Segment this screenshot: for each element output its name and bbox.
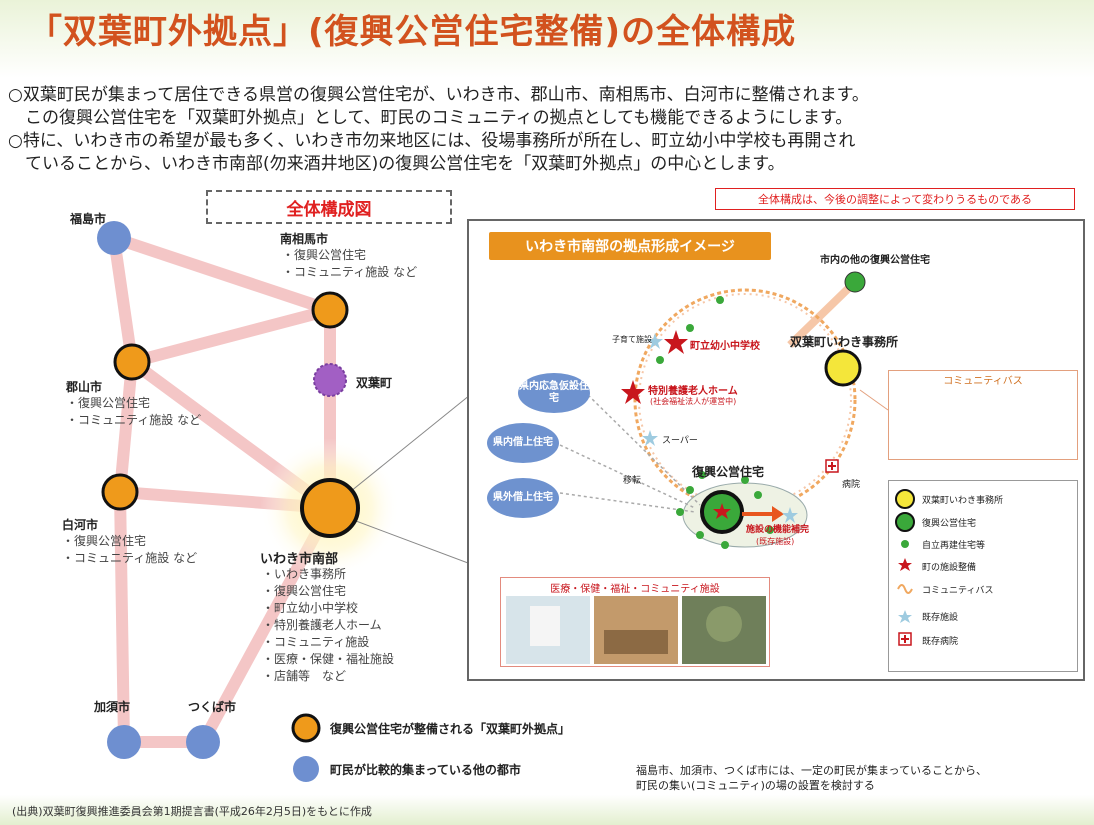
city-kazo-label: 加須市 (94, 700, 131, 714)
facility-star (782, 507, 798, 523)
school-star (664, 330, 688, 354)
city-futaba-node (313, 363, 347, 397)
bottom-note: 福島市、加須市、つくば市には、一定の町民が集まっていることから、 町民の集い(コ… (636, 764, 988, 792)
legend-existing-facility: 既存施設 (922, 613, 959, 623)
oval-prefecture-temporary: 県内応急仮設住宅 (518, 373, 590, 413)
legend-blue-marker (293, 756, 319, 782)
label-nursing: 特別養護老人ホーム (648, 386, 738, 397)
transfer-arrow (742, 506, 784, 522)
page-title: 「双葉町外拠点」(復興公営住宅整備)の全体構成 (28, 12, 797, 52)
legend-blue-label: 町民が比較的集まっている他の都市 (330, 763, 521, 777)
legend-community-bus: コミュニティバス (922, 586, 994, 596)
label-school: 町立幼小中学校 (690, 341, 760, 352)
city-futaba-label: 双葉町 (356, 376, 393, 390)
city-koriyama-items: 復興公営住宅 コミュニティ施設 など (66, 395, 201, 429)
city-minamisoma-node (311, 291, 349, 329)
label-nursing-sub: (社会福祉法人が運営中) (650, 397, 737, 406)
other-housing-node (844, 271, 866, 293)
legend-town-facility: 町の施設整備 (922, 563, 977, 573)
nursing-star (621, 380, 645, 404)
oval-outside-rented: 県外借上住宅 (487, 478, 559, 518)
housing-star (713, 503, 731, 519)
community-bus-box (888, 370, 1078, 460)
diagram-title: 全体構成図 (206, 190, 452, 224)
intro-line-1: ○双葉町民が集まって居住できる県営の復興公営住宅が、いわき市、郡山市、南相馬市、… (8, 85, 869, 105)
city-tsukuba-label: つくば市 (188, 700, 237, 714)
facility-photo-box (500, 577, 770, 667)
city-iwaki-label: いわき市南部 (260, 552, 339, 567)
super-star (642, 430, 658, 446)
bottom-band (0, 795, 1094, 825)
community-bus-caption: コミュニティバス (943, 376, 1023, 387)
legend-office: 双葉町いわき事務所 (922, 496, 1004, 506)
city-shirakawa-label: 白河市 (62, 518, 99, 532)
title-band (0, 0, 1094, 78)
community-bus-route (633, 288, 857, 512)
label-facility-sub: (既存施設) (756, 537, 795, 546)
facility-photo-caption: 医療・保健・福祉・コミュニティ施設 (550, 584, 720, 595)
self-rebuild-housing-dots (656, 296, 774, 549)
label-childcare: 子育て施設 (612, 335, 652, 344)
label-facility: 施設の機能補完 (746, 525, 810, 535)
city-koriyama-label: 郡山市 (66, 380, 103, 394)
city-shirakawa-node (101, 473, 139, 511)
city-tsukuba-node (186, 725, 220, 759)
legend-self-rebuild: 自立再建住宅等 (922, 541, 986, 551)
intro-line-3: ○特に、いわき市の希望が最も多く、いわき市勿来地区には、役場事務所が所在し、町立… (8, 131, 856, 151)
label-super: スーパー (662, 436, 698, 446)
city-iwaki-items: いわき事務所 復興公営住宅 町立幼小中学校 特別養護老人ホーム コミュニティ施設… (262, 566, 394, 685)
label-other-housing: 市内の他の復興公営住宅 (820, 255, 930, 266)
legend-orange-marker (291, 713, 321, 743)
label-office: 双葉町いわき事務所 (790, 335, 899, 349)
city-fukushima-node (97, 221, 131, 255)
childcare-star (647, 333, 663, 349)
oval-prefecture-rented: 県内借上住宅 (487, 423, 559, 463)
panel-title: いわき市南部の拠点形成イメージ (489, 232, 771, 260)
label-transfer: 移転 (623, 476, 642, 486)
city-minamisoma-items: 復興公営住宅 コミュニティ施設 など (282, 247, 417, 281)
panel-legend (888, 480, 1078, 672)
city-minamisoma-label: 南相馬市 (280, 232, 329, 246)
label-housing: 復興公営住宅 (692, 465, 765, 479)
intro-line-4: ていることから、いわき市南部(勿来酒井地区)の復興公営住宅を「双葉町外拠点」の中… (8, 154, 785, 174)
city-iwaki-node (300, 478, 360, 538)
adjustment-note: 全体構成は、今後の調整によって変わりうるものである (715, 188, 1075, 210)
city-fukushima-label: 福島市 (70, 212, 107, 226)
city-kazo-node (107, 725, 141, 759)
city-shirakawa-items: 復興公営住宅 コミュニティ施設 など (62, 533, 197, 567)
label-hospital: 病院 (842, 480, 861, 490)
city-koriyama-node (113, 343, 151, 381)
legend-housing: 復興公営住宅 (922, 519, 977, 529)
intro-line-2: この復興公営住宅を「双葉町外拠点」として、町民のコミュニティの拠点としても機能で… (8, 108, 853, 128)
legend-orange-label: 復興公営住宅が整備される「双葉町外拠点」 (330, 722, 571, 736)
legend-existing-hospital: 既存病院 (922, 637, 959, 647)
source-citation: (出典)双葉町復興推進委員会第1期提言書(平成26年2月5日)をもとに作成 (12, 805, 372, 818)
office-node (824, 349, 862, 387)
